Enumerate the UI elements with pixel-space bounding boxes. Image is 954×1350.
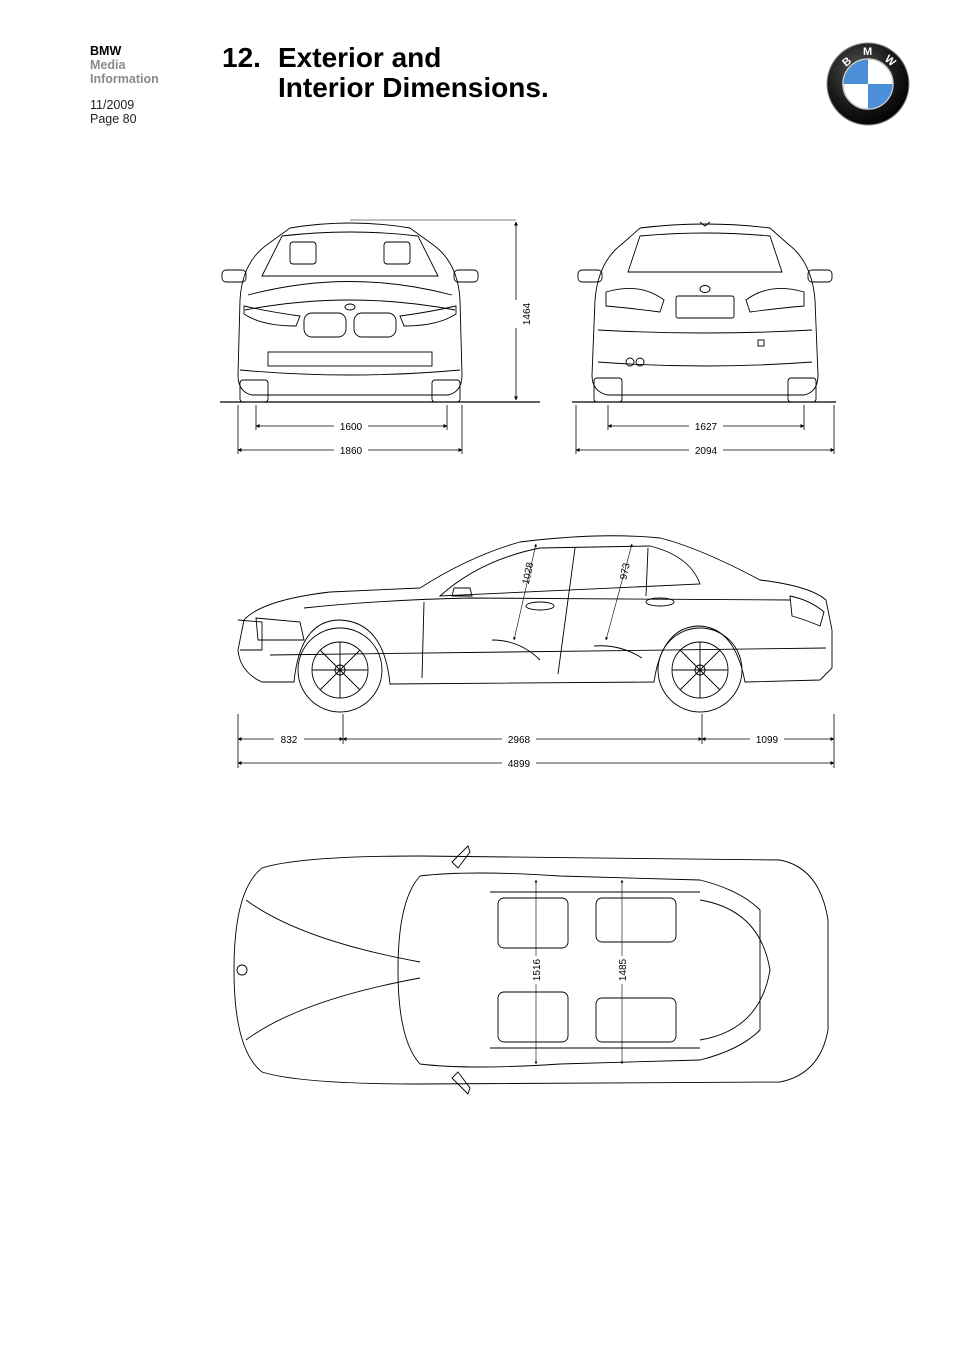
dim-front-overhang: 832 <box>281 735 298 746</box>
dim-front-headroom: 1028 <box>521 561 536 585</box>
dim-rear-width: 2094 <box>695 446 718 457</box>
brand-name: BMW <box>90 44 122 58</box>
doc-meta: 11/2009 Page 80 <box>90 98 137 126</box>
dim-rear-shoulder: 1485 <box>618 958 629 981</box>
dim-rear-headroom: 973 <box>618 562 632 581</box>
bmw-roundel-icon: B M W <box>826 42 910 126</box>
front-rear-dimensions <box>237 221 835 454</box>
dim-front-shoulder: 1516 <box>532 958 543 981</box>
doc-date: 11/2009 <box>90 98 135 112</box>
dim-overall-length: 4899 <box>508 759 531 770</box>
dim-front-track: 1600 <box>340 422 363 433</box>
dim-wheelbase: 2968 <box>508 735 531 746</box>
brand-block: BMW Media Information <box>90 44 159 86</box>
dim-rear-overhang: 1099 <box>756 735 779 746</box>
front-view <box>220 219 540 403</box>
dim-front-width: 1860 <box>340 446 363 457</box>
brand-sub-media: Media <box>90 58 126 72</box>
logo-letter-m: M <box>863 46 872 58</box>
section-number: 12. <box>222 42 261 73</box>
doc-page: Page 80 <box>90 112 137 126</box>
title-line-2: Interior Dimensions. <box>278 72 549 103</box>
dim-rear-track: 1627 <box>695 422 718 433</box>
brand-sub-information: Information <box>90 72 159 86</box>
side-view <box>237 535 833 713</box>
dim-front-height: 1464 <box>522 302 533 325</box>
page-title: 12. Exterior and Interior Dimensions. <box>222 43 549 103</box>
title-line-1: Exterior and <box>278 42 442 73</box>
rear-view <box>572 221 836 403</box>
